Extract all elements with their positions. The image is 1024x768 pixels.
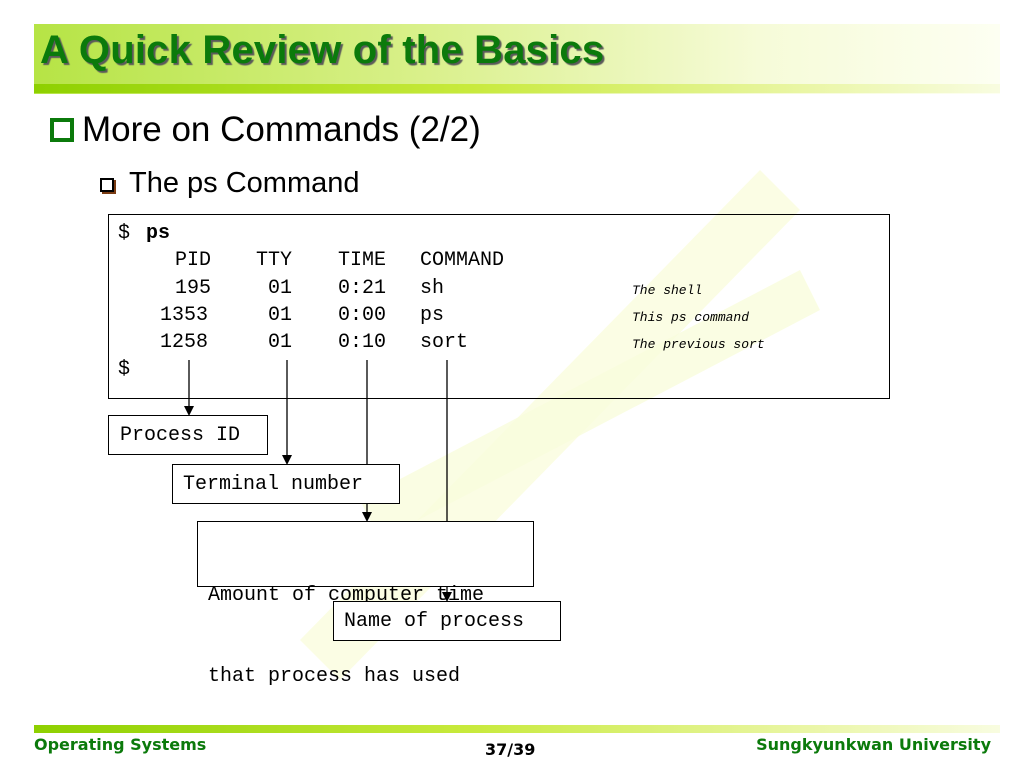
- arrowhead-icon: [184, 406, 194, 416]
- row-pid: 195: [175, 277, 212, 300]
- square-bullet-icon: [50, 118, 74, 142]
- title-underline: [34, 84, 1000, 93]
- row-command: sort: [420, 331, 469, 354]
- footer-divider: [34, 725, 1000, 733]
- terminal-output-box: [108, 214, 890, 399]
- arrowhead-icon: [362, 512, 372, 522]
- row-pid: 1353: [160, 304, 209, 327]
- row-comment: The previous sort: [632, 337, 765, 352]
- footer-page-number: 37/39: [485, 740, 536, 759]
- terminal-prompt: $: [118, 222, 131, 245]
- small-square-bullet-icon: [100, 178, 114, 192]
- row-tty: 01: [268, 331, 293, 354]
- row-time: 0:10: [338, 331, 387, 354]
- row-command: sh: [420, 277, 445, 300]
- row-time: 0:00: [338, 304, 387, 327]
- terminal-end-prompt: $: [118, 358, 131, 381]
- row-comment: This ps command: [632, 310, 750, 325]
- header-time: TIME: [338, 249, 387, 272]
- row-tty: 01: [268, 304, 293, 327]
- row-tty: 01: [268, 277, 293, 300]
- arrowhead-icon: [282, 455, 292, 465]
- label-process-name: Name of process: [333, 601, 561, 641]
- header-tty: TTY: [256, 249, 293, 272]
- footer-university: Sungkyunkwan University: [756, 735, 991, 754]
- row-pid: 1258: [160, 331, 209, 354]
- label-process-id: Process ID: [108, 415, 268, 455]
- bullet-ps-command: The ps Command: [129, 167, 360, 199]
- arrowhead-icon: [442, 592, 452, 602]
- label-computer-time-line2: that process has used: [208, 665, 461, 688]
- row-time: 0:21: [338, 277, 387, 300]
- row-comment: The shell: [632, 283, 703, 298]
- label-terminal-number: Terminal number: [172, 464, 400, 504]
- slide-title: A Quick Review of the Basics: [40, 28, 605, 72]
- bullet-more-on-commands: More on Commands (2/2): [82, 110, 481, 149]
- row-command: ps: [420, 304, 445, 327]
- terminal-command: ps: [146, 222, 171, 245]
- title-band: [34, 24, 1000, 94]
- header-pid: PID: [175, 249, 212, 272]
- label-computer-time: Amount of computer time that process has…: [197, 521, 534, 688]
- footer-course-name: Operating Systems: [34, 735, 207, 754]
- header-command: COMMAND: [420, 249, 505, 272]
